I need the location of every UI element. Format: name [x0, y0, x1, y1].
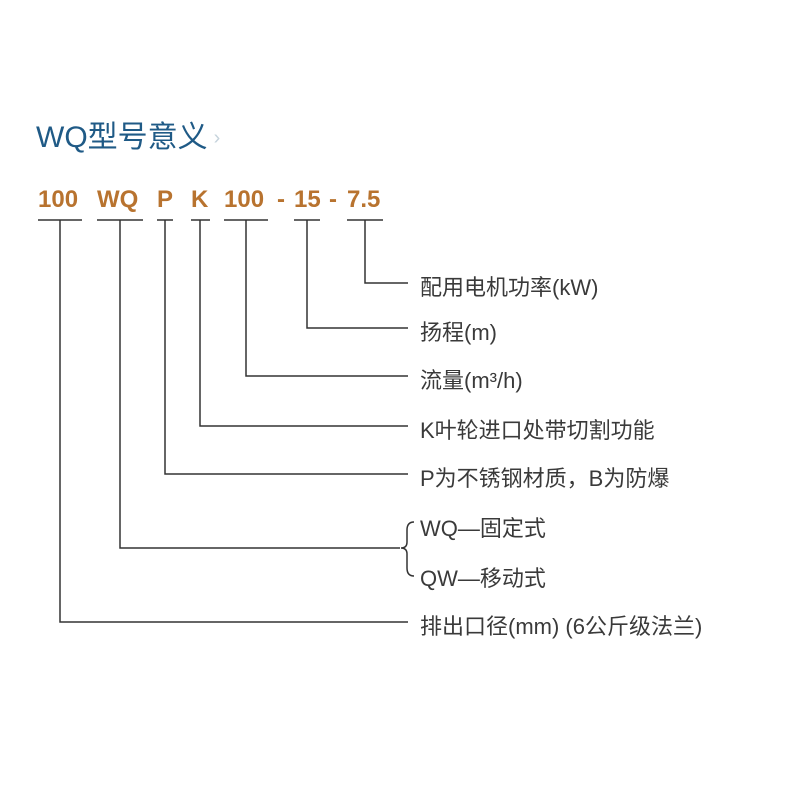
label-k: K叶轮进口处带切割功能	[420, 418, 655, 443]
code-head: 15	[294, 186, 321, 213]
label-wq: WQ—固定式	[420, 516, 546, 541]
label-outlet: 排出口径(mm) (6公斤级法兰)	[420, 614, 703, 639]
code-material: P	[157, 186, 174, 213]
leader-power	[364, 220, 408, 284]
code-power: 7.5	[347, 186, 381, 213]
code-flow: 100	[224, 186, 265, 213]
label-power: 配用电机功率(kW)	[420, 275, 599, 300]
label-head: 扬程(m)	[420, 320, 497, 345]
label-qw: QW—移动式	[420, 566, 546, 591]
leader-k	[199, 220, 408, 427]
code-dash-1: -	[277, 186, 285, 213]
code-cutting: K	[191, 186, 209, 213]
chevron-right-icon: ›	[213, 127, 221, 149]
leader-p	[164, 220, 408, 475]
leader-flow	[245, 220, 408, 377]
label-p: P为不锈钢材质，B为防爆	[420, 466, 670, 491]
code-dash-2: -	[329, 186, 337, 213]
diagram-title: WQ型号意义›	[36, 121, 221, 154]
leader-outlet	[59, 220, 408, 623]
code-outlet-diameter: 100	[38, 186, 79, 213]
brace	[400, 521, 415, 577]
label-flow: 流量(m³/h)	[420, 368, 523, 393]
code-type: WQ	[97, 186, 139, 213]
leader-head	[306, 220, 408, 329]
leader-type	[119, 220, 400, 549]
